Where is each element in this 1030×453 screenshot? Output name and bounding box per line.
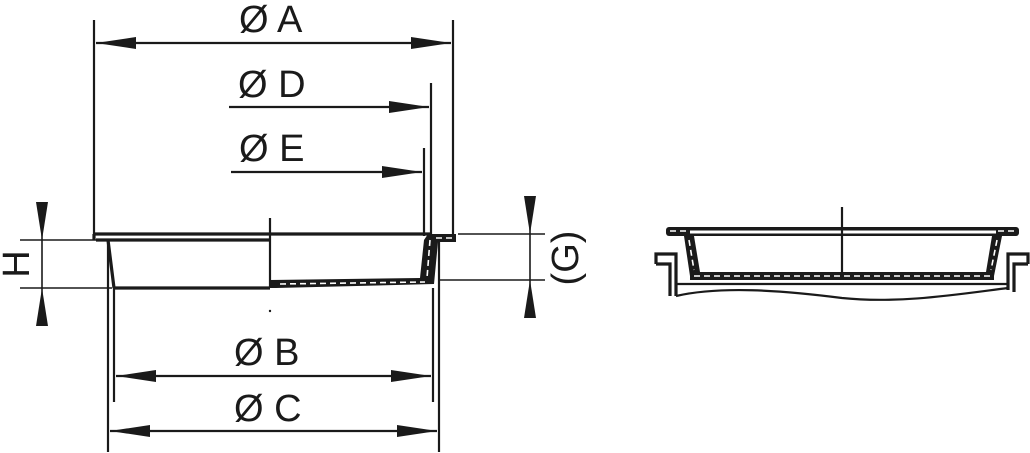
break-line <box>675 286 1009 301</box>
lid-wall-left <box>684 236 700 276</box>
arrow-d <box>389 101 429 113</box>
label-dia-a: Ø A <box>239 0 303 41</box>
arrow-c-left <box>110 425 150 437</box>
frame-ledge-right <box>1006 252 1030 290</box>
frame-ledge-left <box>654 252 678 296</box>
arrow-h-bottom <box>36 288 48 326</box>
dimension-g: (G) <box>440 196 587 318</box>
arrow-h-top <box>36 202 48 240</box>
section-fill <box>270 234 456 288</box>
installed-view <box>654 207 1030 301</box>
frame-ledge-left-inner <box>656 262 672 296</box>
dimension-b: Ø B <box>116 332 431 382</box>
lid-bottom <box>690 272 994 280</box>
arrow-a-right <box>411 37 451 49</box>
dimension-c: Ø C <box>110 388 437 437</box>
dimension-d: Ø D <box>229 64 429 113</box>
label-dia-b: Ø B <box>234 332 299 374</box>
center-dot <box>268 309 272 313</box>
arrow-g-top <box>524 196 536 234</box>
label-h: H <box>0 250 38 277</box>
frame-ledge-right-inner <box>1012 262 1028 292</box>
lid-left-half <box>92 218 272 313</box>
hatch-wall <box>426 239 431 279</box>
hatch-wall-left <box>688 239 695 271</box>
lid-right-half-section <box>270 232 456 288</box>
dimension-h: H <box>0 202 112 326</box>
dimension-e: Ø E <box>231 128 422 178</box>
label-dia-c: Ø C <box>234 388 302 430</box>
arrow-b-left <box>116 370 156 382</box>
label-dia-e: Ø E <box>239 128 304 170</box>
hatch-bottom <box>279 281 426 285</box>
dimension-a: Ø A <box>96 0 451 49</box>
arrow-b-right <box>391 370 431 382</box>
lid-wall-right <box>986 236 1002 276</box>
arrow-a-left <box>96 37 136 49</box>
arrow-e <box>382 166 422 178</box>
arrow-c-right <box>397 425 437 437</box>
label-dia-d: Ø D <box>238 64 306 106</box>
hatch-wall-right <box>990 239 998 271</box>
label-g: (G) <box>545 231 587 286</box>
arrow-g-bottom <box>524 280 536 318</box>
section-view: Ø A Ø D Ø E <box>0 0 587 452</box>
